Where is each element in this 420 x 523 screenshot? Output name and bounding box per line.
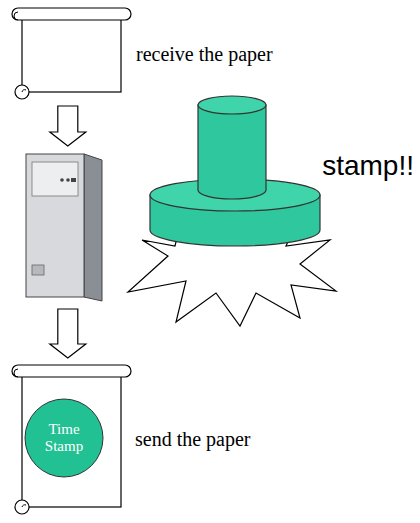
paper-scroll-outline [8, 5, 133, 102]
scroll-bottom-curl [15, 85, 29, 99]
scroll-bottom-curl [15, 500, 29, 514]
server-slot [32, 265, 44, 275]
text-holder: stamp!! [322, 150, 414, 182]
seal-text: Time Stamp [36, 421, 92, 455]
text-holder: Time Stamp [24, 398, 104, 478]
time-stamp-seal: Time Stamp [24, 398, 104, 478]
server-light [60, 178, 64, 182]
stamp-handle [198, 105, 266, 199]
scroll-top-roll [12, 8, 131, 20]
flow-arrow [50, 106, 86, 146]
scroll-curl [14, 12, 18, 20]
server-light [66, 178, 70, 182]
scroll-curl [14, 369, 18, 377]
paper-scroll: receive the paper [8, 5, 133, 102]
caption-text: stamp!! [322, 150, 414, 181]
caption-text: send the paper [135, 428, 251, 450]
server-button [71, 178, 76, 182]
scroll-body [22, 15, 121, 92]
caption-text: receive the paper [136, 43, 273, 65]
scroll-top-roll [12, 365, 131, 377]
flow-arrow [50, 309, 86, 358]
stamp-handle-top [198, 96, 266, 114]
seal-circle [25, 399, 103, 477]
scroll-body [22, 372, 121, 507]
server-front [26, 154, 84, 297]
scroll-curl [22, 505, 26, 507]
text-holder: send the paper [135, 428, 251, 451]
server-side [84, 154, 102, 301]
paper-scroll: send the paperTime Stamp [8, 362, 133, 517]
server-machine: stamp!! [22, 150, 108, 305]
server-panel [32, 162, 78, 196]
scroll-curl [22, 90, 26, 92]
server-machine-outline [22, 150, 108, 305]
text-holder: receive the paper [136, 43, 273, 66]
